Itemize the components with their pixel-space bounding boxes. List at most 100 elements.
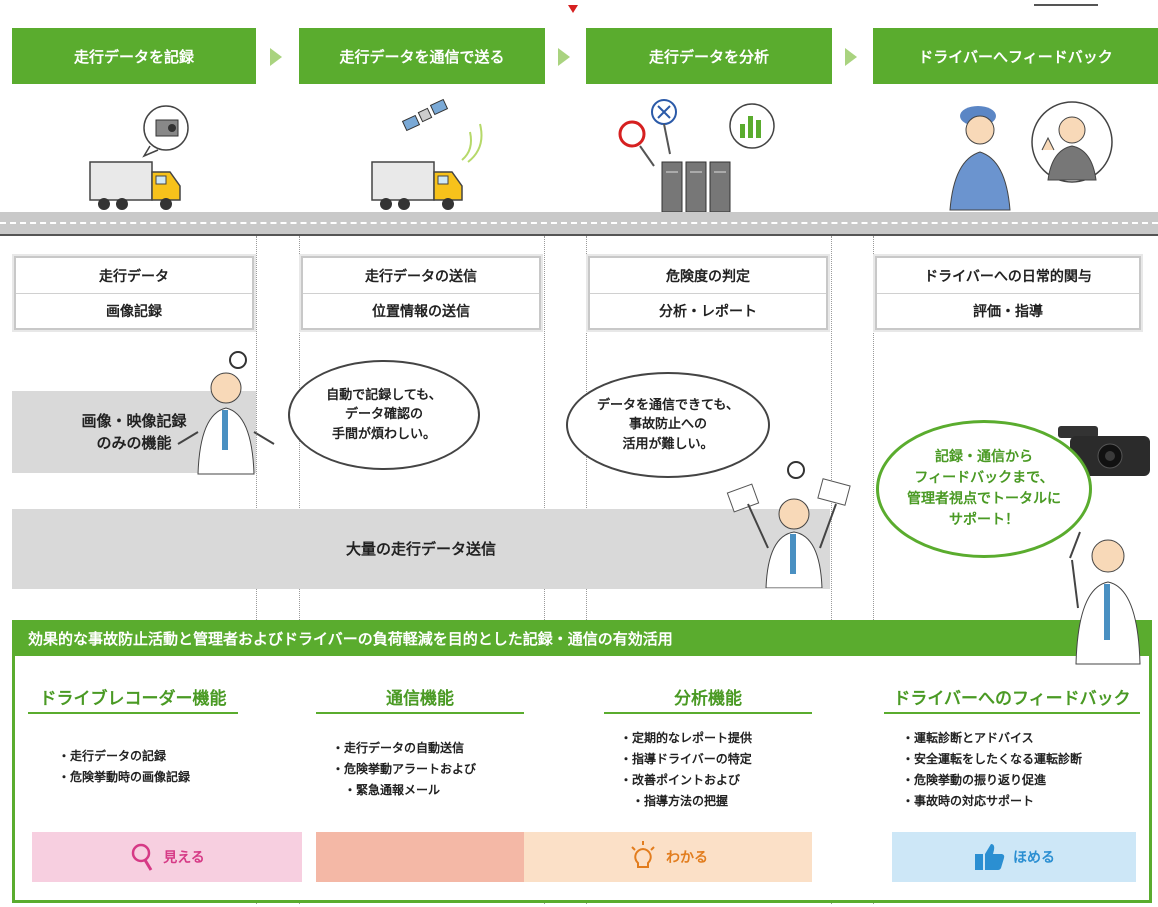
step-arrow-icon [270, 48, 282, 66]
manager-icon [1031, 101, 1113, 183]
bubble-line: データを通信できても、 [597, 397, 739, 413]
speech-bubble-analyze: データを通信できても、 事故防止への 活用が難しい。 [566, 372, 770, 478]
image-only-line: 画像・映像記録 [81, 411, 187, 430]
bubble-line: 管理者視点でトータルに [907, 491, 1061, 507]
feature-list-recorder: 走行データの記録 危険挙動時の画像記録 [58, 746, 190, 788]
bottom-headline-bar: 効果的な事故防止活動と管理者およびドライバーの負荷軽減を目的とした記録・通信の有… [12, 620, 1152, 656]
step-send: 走行データを通信で送る [299, 28, 545, 84]
feature-title-text: 通信機能 [386, 688, 454, 709]
pill-homeru: ほめる [892, 832, 1136, 882]
bubble-line: 記録・通信から [935, 449, 1033, 465]
step-arrow-icon [845, 48, 857, 66]
confident-man-icon [1069, 531, 1141, 665]
list-item: 危険挙動時の画像記録 [58, 767, 190, 788]
speech-bubble-record: 自動で記録しても、 データ確認の 手間が煩わしい。 [288, 360, 480, 470]
list-item-continued: 指導方法の把握 [620, 791, 752, 812]
truck-icon [371, 123, 483, 210]
label-box-record: 走行データ 画像記録 [14, 256, 254, 330]
feature-title-analysis: 分析機能 [604, 680, 812, 714]
label-box-line: 走行データ [99, 268, 169, 285]
thumbs-up-icon [975, 844, 1005, 870]
road-center-line [0, 222, 1158, 224]
mass-send-band: 大量の走行データ送信 [12, 509, 830, 589]
image-only-line: のみの機能 [96, 434, 172, 452]
label-box-feedback: ドライバーへの日常的関与 評価・指導 [875, 256, 1141, 330]
pill-middle [316, 832, 524, 882]
list-item: 安全運転をしたくなる運転診断 [902, 749, 1082, 770]
label-box-line: 危険度の判定 [666, 268, 750, 285]
feature-list-comm: 走行データの自動送信 危険挙動アラートおよび 緊急通報メール [332, 738, 476, 801]
chart-bubble-icon [729, 103, 775, 149]
feature-title-text: ドライブレコーダー機能 [39, 688, 227, 709]
list-item-text: 指導方法の把握 [644, 794, 729, 808]
dashcam-device-icon [1058, 426, 1150, 476]
confused-man-icon [177, 351, 275, 475]
red-marker [566, 0, 580, 13]
list-item: 危険挙動の振り返り促進 [902, 770, 1082, 791]
list-item: 走行データの記録 [58, 746, 190, 767]
label-box-send: 走行データの送信 位置情報の送信 [301, 256, 541, 330]
circle-mark-icon [618, 120, 655, 167]
list-item-continued: 緊急通報メール [332, 780, 476, 801]
bubble-line: フィードバックまで、 [914, 470, 1054, 486]
feature-title-comm: 通信機能 [316, 680, 524, 714]
label-box-analyze: 危険度の判定 分析・レポート [588, 256, 828, 330]
corner-mark [1034, 0, 1098, 6]
pill-mieru: 見える [32, 832, 302, 882]
list-item: 危険挙動アラートおよび [332, 759, 476, 780]
column-divider [873, 236, 874, 904]
label-box-line: 分析・レポート [590, 293, 826, 328]
list-item: 改善ポイントおよび [620, 770, 752, 791]
feature-title-feedback: ドライバーへのフィードバック [884, 680, 1140, 714]
feature-title-text: 分析機能 [674, 688, 742, 709]
list-item-text: 緊急通報メール [356, 783, 441, 797]
pill-homeru-label: ほめる [1013, 850, 1055, 866]
bottom-headline: 効果的な事故防止活動と管理者およびドライバーの負荷軽減を目的とした記録・通信の有… [28, 629, 673, 648]
server-icon [661, 161, 731, 213]
lightbulb-icon [631, 841, 655, 868]
list-item: 指導ドライバーの特定 [620, 749, 752, 770]
bubble-line: 事故防止への [628, 417, 707, 433]
list-item: 走行データの自動送信 [332, 738, 476, 759]
label-box-line: 評価・指導 [877, 293, 1139, 328]
driver-icon [949, 106, 1011, 211]
step-record-label: 走行データを記録 [73, 47, 194, 66]
step-record: 走行データを記録 [12, 28, 256, 84]
cross-mark-icon [651, 99, 677, 155]
mass-send-label: 大量の走行データ送信 [345, 539, 496, 558]
stressed-man-icon [726, 461, 851, 588]
label-box-line: 走行データの送信 [365, 268, 477, 285]
step-analyze-label: 走行データを分析 [648, 47, 769, 66]
list-item: 事故時の対応サポート [902, 791, 1082, 812]
bubble-line: 手間が煩わしい。 [331, 426, 436, 442]
feature-list-analysis: 定期的なレポート提供 指導ドライバーの特定 改善ポイントおよび 指導方法の把握 [620, 728, 752, 812]
feature-list-feedback: 運転診断とアドバイス 安全運転をしたくなる運転診断 危険挙動の振り返り促進 事故… [902, 728, 1082, 812]
step-feedback-label: ドライバーへフィードバック [918, 47, 1113, 66]
bubble-line: 活用が難しい。 [622, 436, 714, 452]
list-item: 運転診断とアドバイス [902, 728, 1082, 749]
speech-bubble-support: 記録・通信から フィードバックまで、 管理者視点でトータルに サポート！ [876, 420, 1092, 558]
truck-icon [89, 161, 181, 210]
dashcam-icon [142, 105, 189, 158]
feature-title-recorder: ドライブレコーダー機能 [28, 680, 238, 714]
bubble-line: データ確認の [344, 407, 423, 423]
step-analyze: 走行データを分析 [586, 28, 832, 84]
magnifier-icon [131, 843, 153, 871]
bubble-line: 自動で記録しても、 [326, 387, 442, 403]
step-arrow-icon [558, 48, 570, 66]
label-box-line: 位置情報の送信 [303, 293, 539, 328]
feature-title-text: ドライバーへのフィードバック [893, 688, 1131, 709]
pill-mieru-label: 見える [163, 850, 205, 866]
step-send-label: 走行データを通信で送る [339, 47, 505, 66]
satellite-icon [401, 98, 449, 132]
bubble-line: サポート！ [949, 512, 1019, 528]
list-item: 定期的なレポート提供 [620, 728, 752, 749]
label-box-line: ドライバーへの日常的関与 [924, 268, 1092, 285]
illustration-row [89, 98, 1113, 213]
label-box-line: 画像記録 [16, 293, 252, 328]
road-edge [0, 234, 1158, 236]
column-divider [831, 236, 832, 904]
step-feedback: ドライバーへフィードバック [873, 28, 1158, 84]
pill-wakaru: わかる [524, 832, 812, 882]
pill-wakaru-label: わかる [666, 850, 708, 866]
